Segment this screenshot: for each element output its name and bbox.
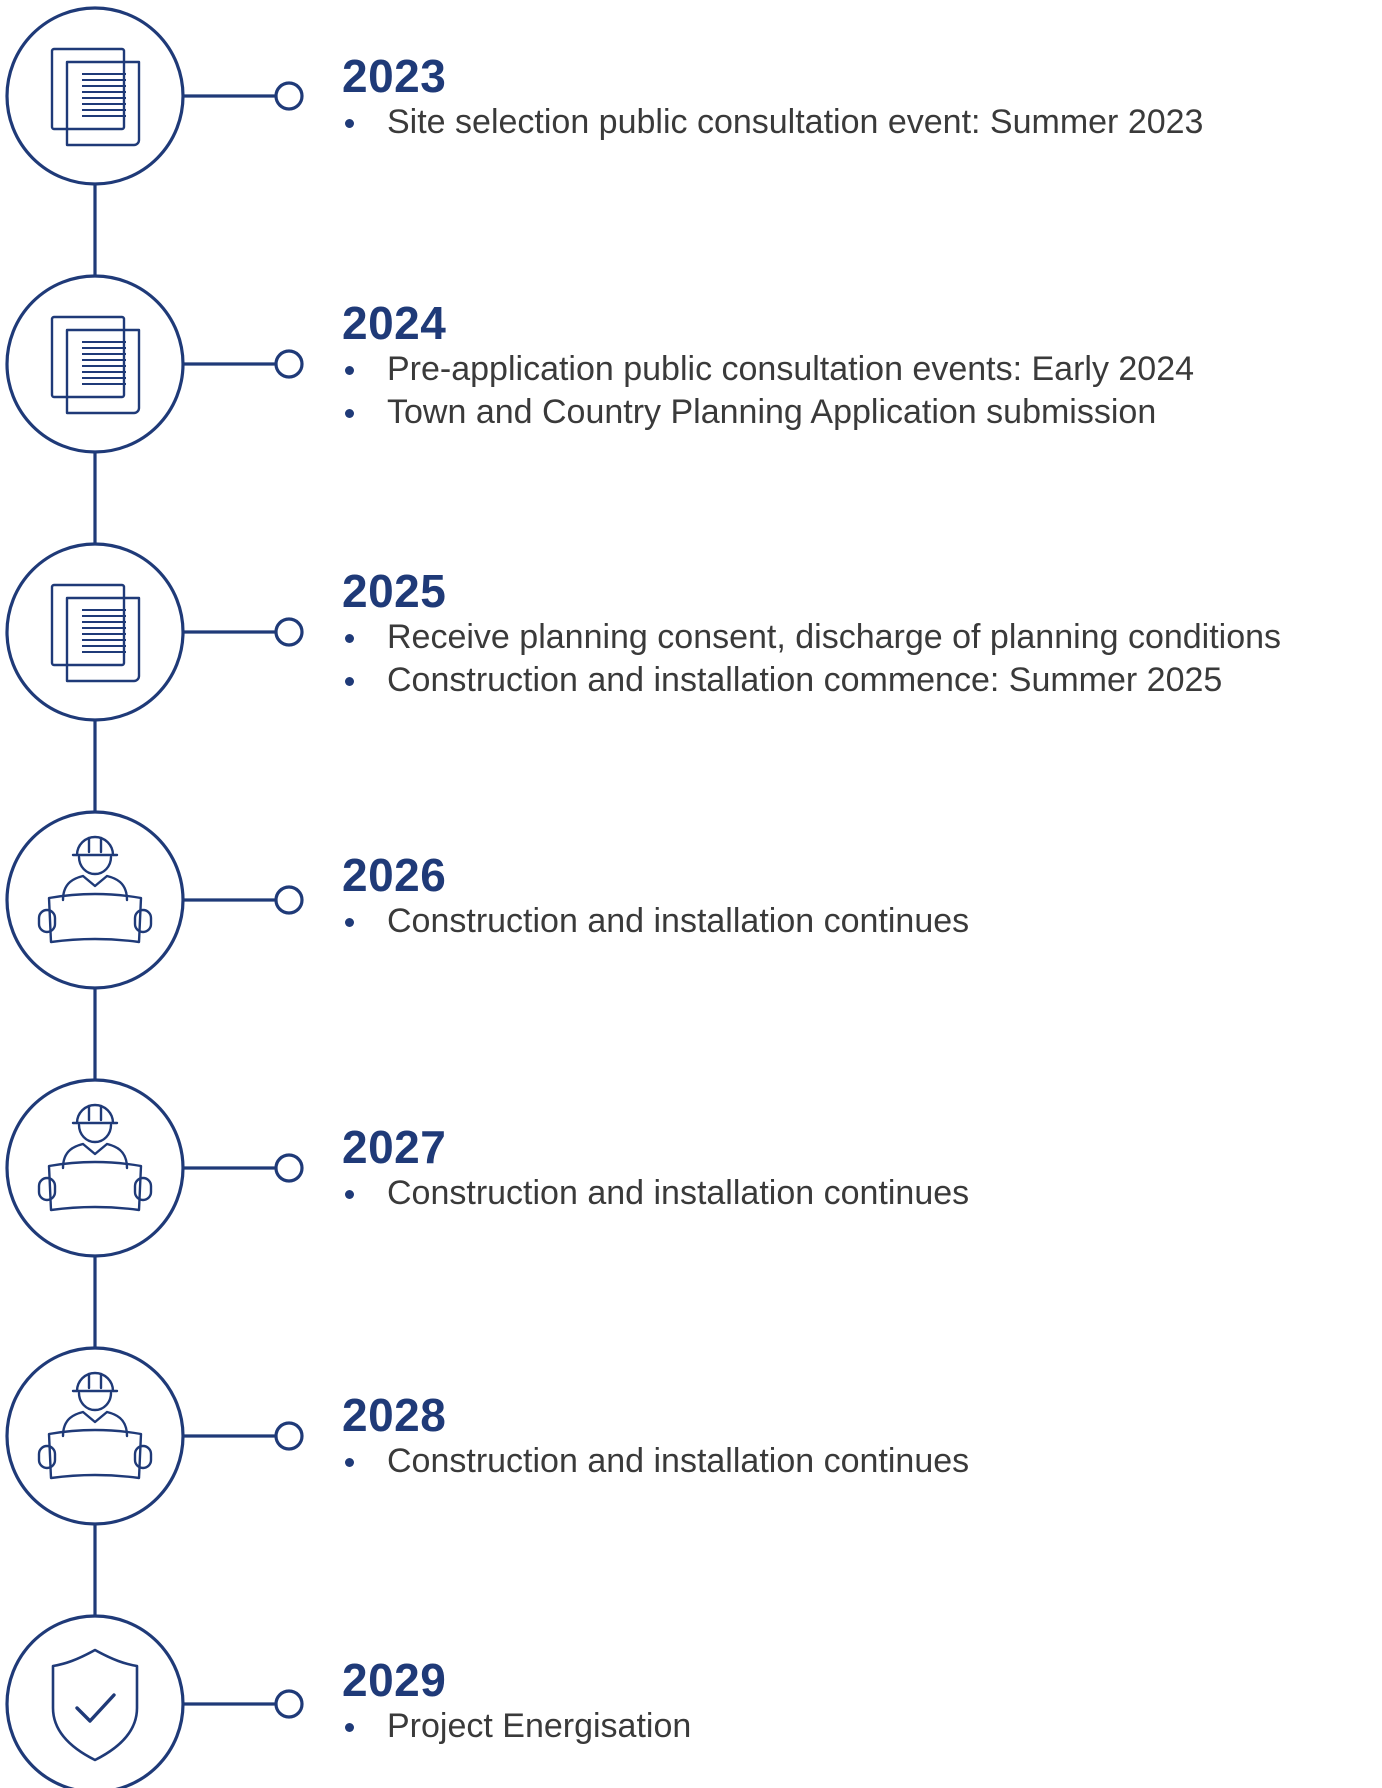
milestone-2023: 2023 Site selection public consultation … [342, 51, 1372, 144]
milestone-badge [5, 542, 185, 722]
milestone-year: 2023 [342, 50, 447, 102]
milestone-year: 2026 [342, 849, 447, 901]
milestone-node [274, 617, 304, 647]
milestone-item: Construction and installation continues [342, 1440, 1372, 1483]
milestone-item: Receive planning consent, discharge of p… [342, 616, 1372, 659]
milestone-item: Town and Country Planning Application su… [342, 391, 1372, 434]
milestone-items: Construction and installation continues [342, 1172, 1372, 1215]
milestone-2029: 2029 Project Energisation [342, 1655, 1372, 1748]
documents-icon [50, 583, 141, 683]
milestone-badge [5, 1346, 185, 1526]
milestone-2024: 2024 Pre-application public consultation… [342, 298, 1372, 434]
milestone-year: 2027 [342, 1121, 447, 1173]
milestone-year: 2024 [342, 297, 447, 349]
milestone-node [274, 1689, 304, 1719]
documents-icon [50, 47, 141, 147]
milestone-node [274, 349, 304, 379]
milestone-node [274, 885, 304, 915]
milestone-node [274, 1153, 304, 1183]
milestone-year: 2028 [342, 1389, 447, 1441]
milestone-2028: 2028 Construction and installation conti… [342, 1390, 1372, 1483]
milestone-badge [5, 274, 185, 454]
milestone-items: Pre-application public consultation even… [342, 348, 1372, 434]
milestone-items: Receive planning consent, discharge of p… [342, 616, 1372, 702]
milestone-node [274, 81, 304, 111]
shield-check-icon [51, 1648, 139, 1762]
milestone-item: Construction and installation continues [342, 1172, 1372, 1215]
milestone-items: Construction and installation continues [342, 1440, 1372, 1483]
construction-worker-icon [37, 835, 153, 944]
milestone-year: 2025 [342, 565, 447, 617]
milestone-2026: 2026 Construction and installation conti… [342, 850, 1372, 943]
milestone-badge [5, 1614, 185, 1788]
milestone-year: 2029 [342, 1654, 447, 1706]
milestone-item: Construction and installation commence: … [342, 659, 1372, 702]
construction-worker-icon [37, 1371, 153, 1480]
milestone-items: Construction and installation continues [342, 900, 1372, 943]
milestone-badge [5, 1078, 185, 1258]
milestone-item: Project Energisation [342, 1705, 1372, 1748]
milestone-item: Site selection public consultation event… [342, 101, 1372, 144]
milestone-2027: 2027 Construction and installation conti… [342, 1122, 1372, 1215]
milestone-node [274, 1421, 304, 1451]
milestone-badge [5, 6, 185, 186]
milestone-item: Construction and installation continues [342, 900, 1372, 943]
milestone-2025: 2025 Receive planning consent, discharge… [342, 566, 1372, 702]
milestone-item: Pre-application public consultation even… [342, 348, 1372, 391]
milestone-items: Project Energisation [342, 1705, 1372, 1748]
documents-icon [50, 315, 141, 415]
construction-worker-icon [37, 1103, 153, 1212]
milestone-items: Site selection public consultation event… [342, 101, 1372, 144]
milestone-badge [5, 810, 185, 990]
